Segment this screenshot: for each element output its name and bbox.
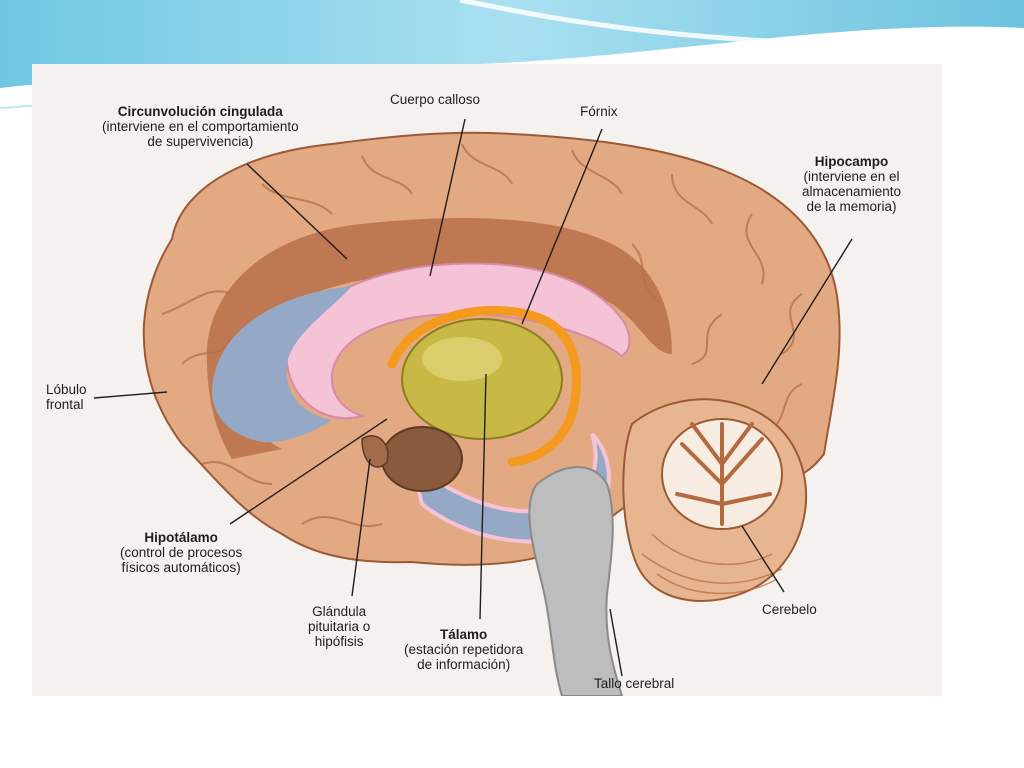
label-pituitary: Glándula pituitaria o hipófisis [308,604,370,649]
leader-cerebellum [741,525,785,593]
thalamus-highlight [422,337,502,381]
leader-cingulate [246,163,348,260]
thalamus [401,318,563,440]
brainstem [528,466,624,696]
cerebellum [622,398,807,602]
label-hypothalamus: Hipotálamo (control de procesos físicos … [120,530,242,575]
hypothalamus-desc-1: (control de procesos [120,545,243,560]
cingulate-desc-2: de supervivencia) [147,134,254,149]
fornix [387,305,582,467]
hippocampus-desc-3: de la memoria) [806,199,897,214]
brain-illustration [93,118,853,696]
leader-brainstem [609,608,623,677]
leader-hypothalamus [229,418,388,525]
label-thalamus: Tálamo (estación repetidora de informaci… [404,627,523,672]
hypothalamus-title: Hipotálamo [144,530,218,545]
hypothalamus [381,426,463,492]
pituitary-line-3: hipófisis [314,634,364,649]
thalamus-desc-1: (estación repetidora [404,642,524,657]
leader-hippocampus [761,238,853,385]
label-hippocampus: Hipocampo (interviene en el almacenamien… [802,154,901,214]
cerebellum-title: Cerebelo [762,602,817,617]
leader-lines [93,118,853,677]
corpus-callosum-title: Cuerpo calloso [390,92,481,107]
hippocampus-title: Hipocampo [814,154,889,169]
label-fornix: Fórnix [580,104,618,119]
brain-diagram-figure: Circunvolución cingulada (interviene en … [32,64,942,696]
thalamus-title: Tálamo [440,627,488,642]
cingulate-title: Circunvolución cingulada [117,104,283,119]
pituitary-gland [361,435,389,468]
label-cerebellum: Cerebelo [762,602,817,617]
brainstem-title: Tallo cerebral [594,676,675,691]
hippocampus-desc-2: almacenamiento [802,184,902,199]
label-corpus-callosum: Cuerpo calloso [390,92,480,107]
hypothalamus-desc-2: físicos automáticos) [121,560,241,575]
leader-thalamus [479,373,487,620]
thalamus-desc-2: de información) [417,657,511,672]
leader-fornix [521,128,603,325]
cortex-gyri [161,143,803,528]
leader-frontal [93,391,168,399]
frontal-lobe-line-2: frontal [46,397,84,412]
frontal-lobe-line-1: Lóbulo [46,382,87,397]
label-frontal-lobe: Lóbulo frontal [46,382,87,412]
leader-corpus-callosum [429,118,466,277]
label-brainstem: Tallo cerebral [594,676,674,691]
fornix-title: Fórnix [580,104,618,119]
pituitary-line-1: Glándula [312,604,367,619]
cingulate-desc-1: (interviene en el comportamiento [102,119,299,134]
leader-pituitary [351,458,371,597]
hippocampus-desc-1: (interviene en el [803,169,900,184]
top-wave-line [459,0,1024,49]
lateral-ventricle [212,286,352,443]
corpus-callosum [285,262,631,420]
pituitary-line-2: pituitaria o [308,619,371,634]
label-cingulate-gyrus: Circunvolución cingulada (interviene en … [102,104,299,149]
